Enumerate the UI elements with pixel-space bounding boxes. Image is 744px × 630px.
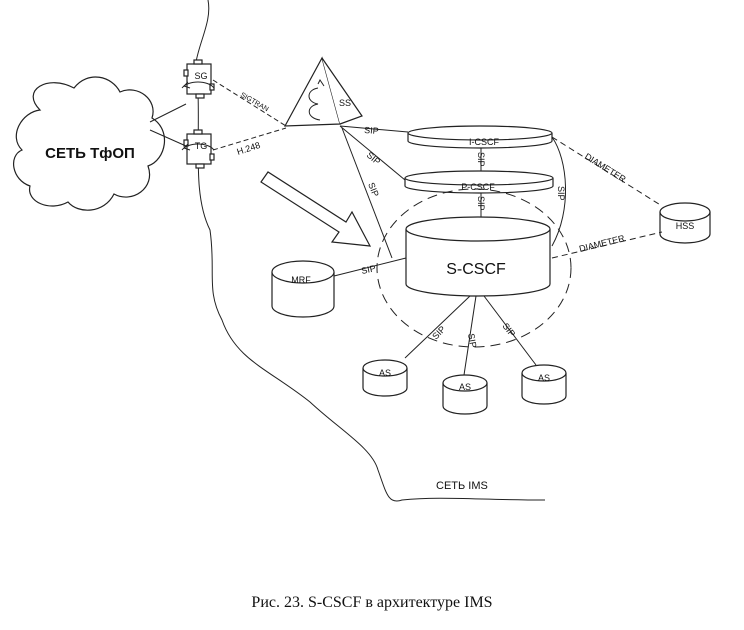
scscf-as1-sip-label: SIP bbox=[430, 324, 447, 341]
scscf-hss-diameter-link bbox=[551, 231, 663, 259]
direction-arrow bbox=[260, 171, 372, 247]
ss-to-pcscf-line bbox=[339, 125, 406, 181]
ss-to-scscf-line bbox=[341, 127, 393, 259]
h248-link bbox=[212, 127, 287, 151]
as-node-1: AS bbox=[362, 359, 408, 397]
icscf-scscf-sip-label: SIP bbox=[556, 186, 566, 201]
as-node-3: AS bbox=[521, 364, 567, 405]
pcscf-scscf-sip-label: SIP bbox=[476, 196, 486, 211]
scscf-as2-line bbox=[463, 295, 477, 376]
pcscf-node: P-CSCF bbox=[404, 170, 554, 194]
cloud-to-sg-line bbox=[149, 103, 187, 123]
hss-label: HSS bbox=[676, 221, 695, 231]
icscf-hss-diameter-label: DIAMETER bbox=[583, 151, 628, 184]
figure-caption: Рис. 23. S-CSCF в архитектуре IMS bbox=[251, 594, 493, 611]
sg-label: SG bbox=[194, 71, 207, 81]
as-1-label: AS bbox=[379, 368, 391, 378]
icscf-scscf-curve bbox=[551, 136, 567, 247]
mrf-node: MRF bbox=[271, 260, 335, 318]
as-node-2: AS bbox=[442, 374, 488, 415]
ss-label: SS bbox=[339, 98, 351, 108]
sigtran-link bbox=[212, 79, 287, 127]
sigtran-label: SIGTRAN bbox=[239, 92, 269, 114]
scscf-boundary-circle bbox=[376, 188, 572, 348]
pcscf-label: P-CSCF bbox=[461, 182, 495, 192]
icscf-label: I-CSCF bbox=[469, 137, 499, 147]
pstn-cloud-label: СЕТЬ ТфОП bbox=[45, 145, 135, 162]
mrf-scscf-sip-label: SIP bbox=[360, 263, 376, 276]
scscf-label: S-CSCF bbox=[446, 261, 506, 278]
ss-icscf-sip-label: SIP bbox=[364, 125, 379, 136]
mrf-scscf-line bbox=[333, 257, 407, 277]
scscf-as2-sip-label: SIP bbox=[466, 333, 478, 349]
icscf-hss-diameter-link bbox=[551, 136, 663, 207]
sg-gateway: SG bbox=[181, 59, 215, 99]
mrf-label: MRF bbox=[291, 275, 311, 285]
ss-pcscf-sip-label: SIP bbox=[365, 150, 383, 167]
tg-gateway: TG bbox=[181, 129, 215, 169]
icscf-node: I-CSCF bbox=[407, 125, 553, 149]
ss-to-icscf-line bbox=[339, 125, 409, 133]
cloud-to-tg-line bbox=[149, 129, 187, 147]
as-3-label: AS bbox=[538, 373, 550, 383]
ims-network-label: СЕТЬ IMS bbox=[436, 480, 488, 492]
icscf-pcscf-sip-label: SIP bbox=[476, 152, 486, 167]
as-2-label: AS bbox=[459, 382, 471, 392]
scscf-as3-line bbox=[483, 295, 537, 366]
network-boundary-line bbox=[195, 0, 546, 502]
hss-node: HSS bbox=[659, 202, 711, 244]
tg-label: TG bbox=[195, 141, 208, 151]
scscf-as1-line bbox=[404, 295, 471, 359]
ss-softswitch: SS bbox=[283, 56, 363, 127]
pstn-cloud bbox=[13, 76, 166, 211]
scscf-node: S-CSCF bbox=[405, 216, 551, 297]
scscf-hss-diameter-label: DIAMETER bbox=[578, 233, 626, 254]
